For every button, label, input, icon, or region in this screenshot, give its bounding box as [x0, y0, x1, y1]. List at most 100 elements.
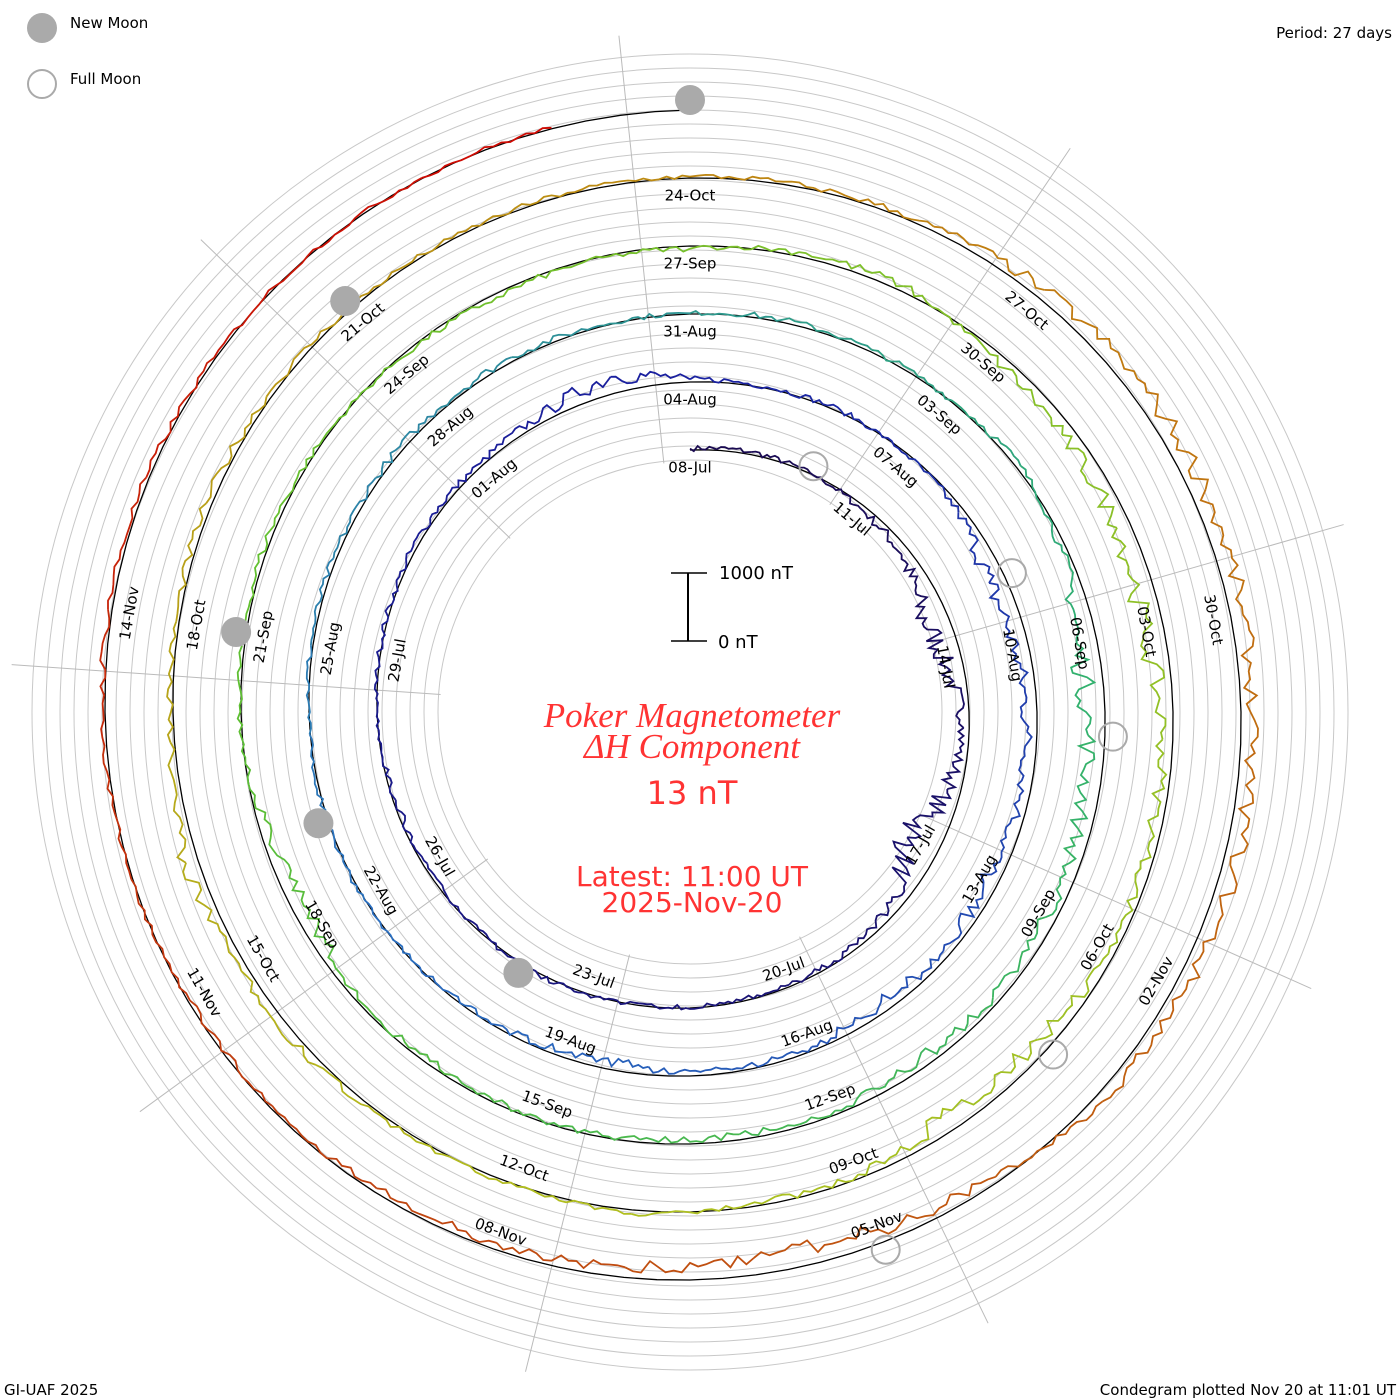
data-traces [99, 126, 1259, 1274]
trace-day-segment [766, 386, 842, 412]
grid-circle [339, 361, 1041, 1063]
trace-day-segment [880, 950, 945, 1003]
trace-day-segment [751, 450, 811, 474]
trace-day-segment [325, 820, 366, 901]
trace-day-segment [1013, 730, 1033, 811]
trace-day-segment [373, 657, 381, 731]
trace-day-segment [540, 376, 612, 416]
grid-circle [199, 221, 1181, 1203]
trace-day-segment [265, 306, 351, 398]
grid-circle [409, 431, 971, 993]
trace-day-segment [332, 477, 377, 559]
trace-day-segment [322, 361, 397, 440]
trace-day-segment [306, 177, 423, 257]
trace-day-segment [933, 225, 1045, 291]
trace-day-segment [689, 244, 800, 256]
trace-day-segment [994, 1100, 1104, 1178]
trace-day-segment [496, 1242, 626, 1270]
trace-day-segment [213, 255, 309, 359]
grid-circles [31, 53, 1349, 1371]
trace-day-segment [1110, 527, 1154, 633]
grid-circle [423, 445, 957, 979]
trace-day-segment [1061, 550, 1080, 644]
grid-circle [101, 123, 1279, 1301]
trace-day-segment [846, 901, 892, 951]
date-label: 08-Jul [668, 459, 711, 477]
grid-circle [283, 305, 1097, 1119]
latest-time: Latest: 11:00 UT [576, 860, 809, 893]
chart-subtitle: ΔH Component [582, 727, 801, 766]
trace-day-segment [860, 507, 903, 556]
radial-spoke [829, 147, 1071, 506]
trace-day-segment [99, 609, 111, 747]
baseline-spiral [104, 109, 1242, 1281]
date-label: 30-Oct [1200, 593, 1227, 646]
grid-circle [171, 193, 1209, 1231]
moon-markers [221, 85, 1128, 1265]
trace-day-segment [917, 997, 994, 1060]
trace-day-segment [753, 1225, 879, 1259]
trace-day-segment [979, 809, 1021, 882]
trace-day-segment [269, 438, 324, 532]
trace-day-segment [377, 730, 397, 801]
trace-day-segment [305, 645, 313, 735]
trace-day-segment [236, 632, 245, 739]
date-label: 24-Oct [665, 187, 716, 205]
trace-day-segment [130, 878, 191, 1002]
trace-day-segment [647, 1066, 732, 1075]
trace-day-segment [809, 472, 862, 510]
full-moon-marker [1097, 721, 1128, 752]
trace-day-segment [900, 554, 929, 614]
trace-day-segment [166, 621, 178, 743]
trace-day-segment [1147, 738, 1168, 850]
trace-day-segment [310, 557, 335, 646]
trace-day-segment [689, 173, 815, 189]
trace-day-segment [242, 530, 271, 634]
trace-day-segment [240, 737, 273, 838]
radial-spoke [525, 954, 631, 1372]
grid-circle [353, 375, 1027, 1049]
date-label: 27-Oct [1002, 287, 1053, 334]
date-label: 31-Aug [663, 323, 716, 341]
trace-day-segment [1045, 827, 1084, 919]
new-moon-marker [675, 85, 705, 115]
trace-day-segment [951, 399, 1022, 467]
trace-day-segment [639, 1132, 740, 1144]
trace-day-segment [951, 1038, 1038, 1111]
date-label: 07-Aug [869, 443, 922, 491]
radial-spoke [11, 664, 441, 696]
trace-day-segment [395, 518, 432, 586]
trace-day-segment [1070, 643, 1097, 736]
period-label: Period: 27 days [1276, 24, 1392, 42]
trace-day-segment [988, 582, 1020, 656]
trace-day-segment [376, 1187, 498, 1244]
trace-day-segment [349, 237, 453, 308]
date-label: 06-Sep [1066, 616, 1093, 671]
trace-day-segment [167, 741, 187, 864]
trace-day-segment [610, 370, 691, 385]
trace-day-segment [689, 309, 784, 322]
trace-day-segment [451, 192, 568, 239]
trace-day-segment [418, 966, 488, 1021]
date-label: 04-Aug [663, 391, 716, 409]
trace-day-segment [271, 1105, 378, 1190]
trace-day-segment [989, 353, 1064, 436]
trace-day-segment [240, 970, 317, 1066]
trace-day-segment [102, 745, 133, 880]
trace-day-segment [1136, 378, 1210, 490]
trace-day-segment [877, 1175, 996, 1235]
trace-day-segment [689, 444, 752, 454]
radial-spokes [11, 35, 1344, 1372]
trace-day-segment [813, 187, 935, 228]
radial-spoke [918, 813, 1312, 990]
full-moon-legend-icon [27, 69, 57, 99]
grid-circle [395, 417, 985, 1007]
grid-circle [381, 403, 999, 1021]
grid-circle [437, 459, 943, 965]
trace-day-segment [451, 1073, 542, 1121]
trace-day-segment [902, 789, 952, 839]
trace-day-segment [586, 993, 657, 1008]
new-moon-legend-label: New Moon [70, 14, 148, 32]
grid-circle [45, 67, 1335, 1357]
grid-circle [59, 81, 1321, 1343]
